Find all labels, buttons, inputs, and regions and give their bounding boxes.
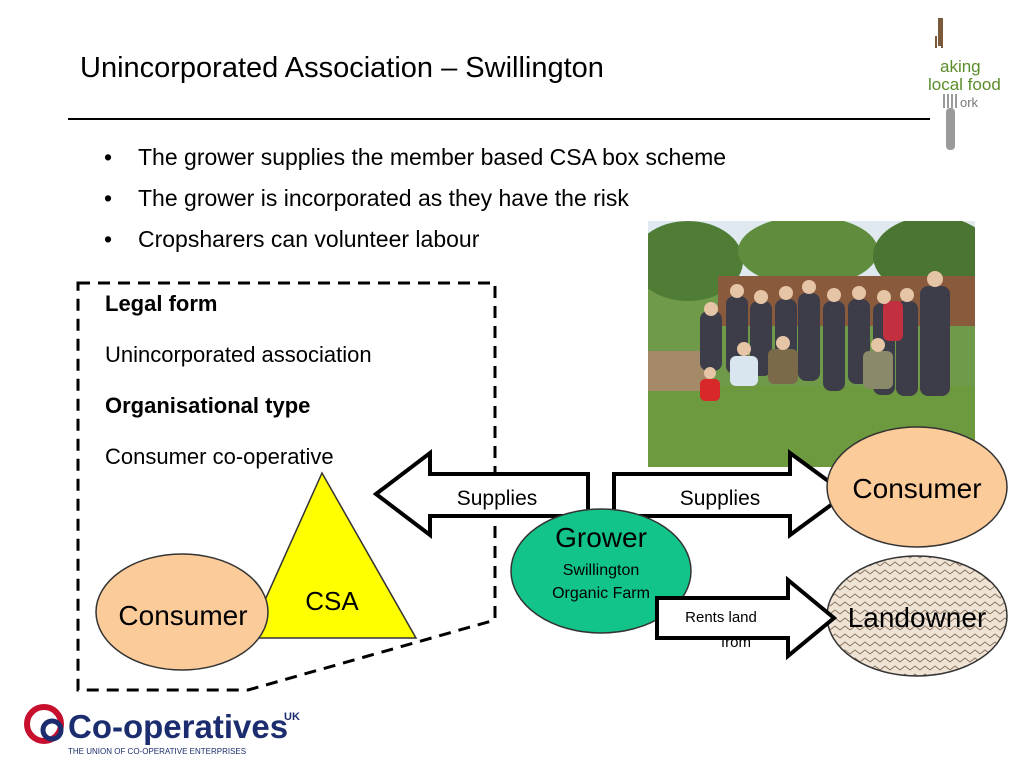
- csa-label: CSA: [305, 586, 359, 616]
- logo-making-text: aking: [940, 57, 981, 76]
- grower-line2: Organic Farm: [552, 585, 650, 602]
- bullet-list: The grower supplies the member based CSA…: [104, 144, 726, 267]
- rents-land-arrow: [655, 575, 838, 661]
- consumer-left-label: Consumer: [118, 600, 247, 631]
- logo-local-food-text: local food: [928, 75, 1001, 94]
- rents-land-line1: Rents land: [685, 609, 757, 626]
- org-type-heading: Organisational type: [105, 393, 311, 418]
- legal-info-block: Legal form Unincorporated association Or…: [105, 290, 372, 494]
- csa-triangle: [246, 471, 418, 639]
- bullet-item: The grower is incorporated as they have …: [104, 185, 726, 226]
- legal-form-heading: Legal form: [105, 291, 218, 316]
- group-photo: [648, 221, 975, 467]
- org-type-value: Consumer co-operative: [105, 444, 334, 469]
- grower-line1: Swillington: [563, 562, 639, 579]
- consumer-left-node: [95, 553, 269, 671]
- legal-form-value: Unincorporated association: [105, 342, 372, 367]
- coop-suffix: UK: [284, 711, 300, 723]
- grower-node: [510, 508, 692, 634]
- co-operatives-uk-logo: Co-operatives UK THE UNION OF CO-OPERATI…: [24, 704, 300, 756]
- supplies-left-label: Supplies: [457, 487, 538, 510]
- consumer-right-node: [826, 426, 1008, 548]
- supplies-left-arrow: [372, 448, 590, 540]
- bullet-item: The grower supplies the member based CSA…: [104, 144, 726, 185]
- csa-boundary: [76, 281, 497, 692]
- landowner-label: Landowner: [848, 602, 987, 633]
- making-local-food-work-logo: aking local food ork: [928, 18, 1001, 150]
- consumer-right-label: Consumer: [852, 473, 981, 504]
- title-divider: [68, 118, 930, 120]
- logo-work-text: ork: [960, 95, 979, 110]
- coop-swirl-icon: [24, 704, 64, 744]
- coop-tagline: THE UNION OF CO-OPERATIVE ENTERPRISES: [68, 747, 246, 756]
- supplies-right-label: Supplies: [680, 487, 761, 510]
- coop-name: Co-operatives: [68, 708, 288, 745]
- page-title: Unincorporated Association – Swillington: [80, 52, 604, 84]
- grower-title: Grower: [555, 522, 647, 553]
- bullet-item: Cropsharers can volunteer labour: [104, 226, 726, 267]
- rents-land-line2: from: [721, 634, 751, 651]
